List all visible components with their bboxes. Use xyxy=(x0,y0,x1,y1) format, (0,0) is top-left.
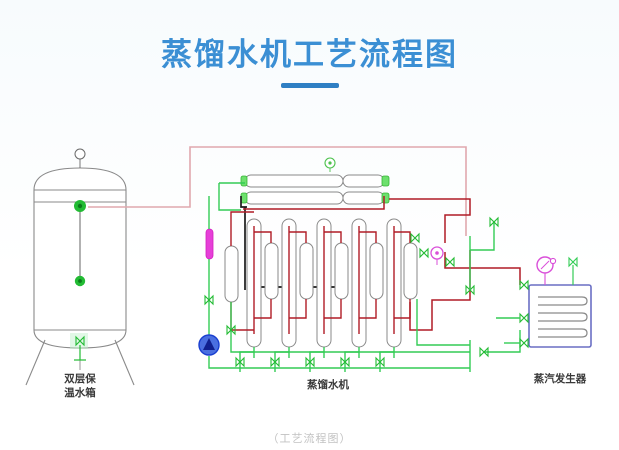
still-caption: 蒸馏水机 xyxy=(307,379,349,391)
tank-caption-line1: 双层保 xyxy=(64,373,96,385)
right-green-valves[interactable] xyxy=(479,217,499,357)
insulated-water-tank xyxy=(25,148,135,386)
feed-pump[interactable] xyxy=(198,334,220,356)
level-indicator-magenta xyxy=(205,228,214,260)
steam-generator xyxy=(496,256,592,348)
title-underline-rule xyxy=(280,83,339,88)
feedwater-green-network xyxy=(208,182,521,372)
boiler-feed-valve[interactable] xyxy=(519,313,529,323)
tank-vent-icon xyxy=(74,148,86,160)
steam-interconnect-pipes xyxy=(230,211,411,334)
tank-caption-line2: 温水箱 xyxy=(64,387,96,399)
footer-caption: （工艺流程图） xyxy=(267,432,352,445)
distiller-pressure-gauge-icon xyxy=(430,246,444,265)
boiler-vent-valve[interactable] xyxy=(568,256,578,285)
tank-caption: 双层保 温水箱 xyxy=(28,372,132,400)
boiler-pressure-gauge-icon xyxy=(536,256,557,285)
boiler-drain-valve[interactable] xyxy=(519,338,529,348)
feedwater-pipe-pink xyxy=(88,146,467,236)
top-condenser-lower xyxy=(240,191,390,205)
steam-header-pipe xyxy=(243,196,521,331)
distiller-unit xyxy=(198,157,521,372)
boiler-caption: 蒸汽发生器 xyxy=(533,373,587,385)
page-title-block: 蒸馏水机工艺流程图 xyxy=(0,36,619,88)
boiler-inlet-valve[interactable] xyxy=(519,280,529,290)
top-condenser-upper xyxy=(240,174,390,188)
right-side-green-riser xyxy=(469,222,495,290)
page-title: 蒸馏水机工艺流程图 xyxy=(161,37,458,72)
condenser-gauge-icon xyxy=(324,157,336,172)
